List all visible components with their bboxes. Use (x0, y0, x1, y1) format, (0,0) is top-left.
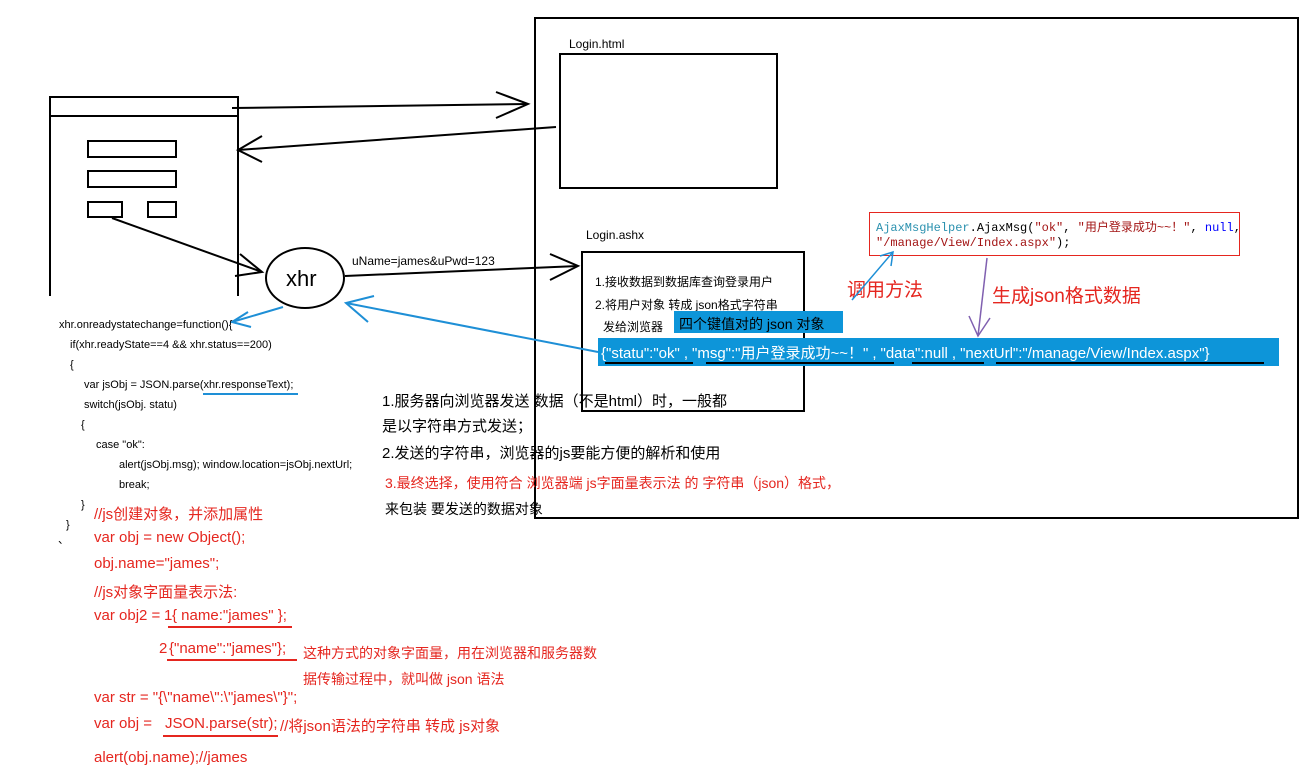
callback-line-9: break; (119, 479, 150, 491)
arrow-html-to-browser-head (235, 135, 263, 163)
browser-right-border (237, 96, 239, 296)
callback-line-11: } (66, 519, 70, 531)
js-note-marker-1: 1 (164, 607, 173, 624)
ajax-msg-sep1: , (1063, 221, 1078, 235)
browser-top-border (49, 96, 239, 98)
arrow-html-to-browser (237, 126, 557, 151)
explanation-line-3: 2.发送的字符串，浏览器的js要能方便的解析和使用 (382, 445, 721, 462)
json-underline-2 (706, 362, 894, 364)
ajax-msg-sep2: , (1190, 221, 1205, 235)
server-step-3: 发给浏览器 (603, 320, 664, 334)
js-note-line-3-prefix: var obj2 = (94, 607, 161, 624)
js-note-desc-1: 这种方式的对象字面量，用在浏览器和服务器数 (303, 645, 597, 661)
callback-line-10: } (81, 499, 85, 511)
browser-title-bar (49, 115, 239, 117)
arrow-xhr-to-callback-head (229, 311, 252, 328)
json-string-highlight (598, 338, 1279, 366)
callback-line-2: if(xhr.readyState==4 && xhr.status==200) (70, 339, 272, 351)
json-brace-open: { (601, 345, 607, 362)
js-note-line-6: alert(obj.name);//james (94, 749, 248, 766)
explanation-line-2: 是以字符串方式发送； (382, 418, 533, 435)
json-nexturl-pair: "nextUrl":"/manage/View/Index.aspx" (960, 345, 1205, 362)
js-note-desc-2: 据传输过程中，就叫做 json 语法 (303, 671, 505, 687)
js-note-line-4: var str = "{\"name\":\"james\"}"; (94, 689, 298, 706)
login-button-sketch (87, 201, 123, 218)
xhr-label: xhr (286, 266, 317, 291)
json-statu-pair: "statu":"ok" (606, 345, 680, 362)
ajax-msg-sep3: , (1233, 221, 1241, 235)
ajax-msg-arg2: "用户登录成功~~！" (1077, 221, 1191, 235)
js-note-comment-1: //js创建对象，并添加属性 (94, 506, 264, 523)
ajax-msg-arg3: null (1204, 221, 1234, 235)
login-html-label: Login.html (569, 37, 625, 51)
json-underline-1 (605, 362, 693, 364)
callback-line-4: var jsObj = JSON.parse(xhr.responseText)… (84, 379, 294, 391)
arrow-button-to-xhr (111, 217, 263, 273)
json-comma-1: , (683, 345, 689, 362)
ajax-msg-code-line-2: "/manage/View/Index.aspx"); (876, 236, 1070, 250)
literal-1-underline (168, 626, 292, 628)
arrow-json-to-xhr-head (343, 295, 375, 323)
four-pairs-label: 四个键值对的 json 对象 (679, 316, 825, 332)
callback-line-5: switch(jsObj. statu) (84, 399, 177, 411)
json-comma-3: , (951, 345, 957, 362)
xhr-circle (265, 247, 345, 309)
callback-line-3: { (70, 359, 74, 371)
json-parse-underline (163, 735, 278, 737)
server-step-1: 1.接收数据到数据库查询登录用户 (595, 275, 774, 289)
explanation-line-4: 3.最终选择，使用符合 浏览器端 js字面量表示法 的 字符串（json）格式， (385, 475, 841, 491)
responsetext-underline (203, 393, 298, 395)
ajax-msg-close: ); (1056, 236, 1071, 250)
callback-line-6: { (81, 419, 85, 431)
login-html-box (559, 53, 778, 189)
callback-line-8: alert(jsObj.msg); window.location=jsObj.… (119, 459, 353, 471)
stray-mark: 、 (58, 534, 69, 546)
username-input-sketch (87, 140, 177, 158)
password-input-sketch (87, 170, 177, 188)
js-note-line-1: var obj = new Object(); (94, 529, 246, 546)
arrow-browser-to-html-head (495, 91, 531, 119)
ajax-msg-code-line-1: AjaxMsgHelper.AjaxMsg("ok", "用户登录成功~~！",… (876, 218, 1241, 235)
js-note-line-5-comment: //将json语法的字符串 转成 js对象 (280, 718, 501, 735)
js-note-line-2: obj.name="james"; (94, 555, 220, 572)
arrow-xhr-to-callback (231, 306, 284, 323)
arrow-browser-to-html (231, 103, 529, 109)
json-brace-close: } (1204, 345, 1210, 362)
callback-line-7: case "ok": (96, 439, 145, 451)
js-note-comment-2: //js对象字面量表示法: (94, 584, 238, 601)
explanation-line-1: 1.服务器向浏览器发送 数据（不是html）时，一般都 (382, 393, 728, 410)
explanation-line-5: 来包装 要发送的数据对象 (385, 501, 543, 517)
callback-line-1: xhr.onreadystatechange=function(){ (59, 319, 233, 331)
js-note-marker-2: 2 (159, 640, 168, 657)
json-string: {"statu":"ok","msg":"用户登录成功~~！","data":n… (601, 342, 1210, 363)
literal-2-underline (167, 659, 297, 661)
arrow-button-to-xhr-head (234, 253, 265, 277)
server-step-2: 2.将用户对象 转成 json格式字符串 (595, 298, 778, 312)
json-underline-3 (912, 362, 984, 364)
js-note-line-5-call: JSON.parse(str); (165, 715, 278, 732)
ajax-msg-method: .AjaxMsg( (969, 221, 1035, 235)
json-data-pair: "data":null (880, 345, 948, 362)
js-note-literal-1: { name:"james" }; (172, 607, 287, 624)
json-comma-2: , (872, 345, 877, 362)
call-method-label: 调用方法 (847, 280, 924, 301)
ajax-msg-class: AjaxMsgHelper (876, 221, 970, 235)
browser-left-border (49, 96, 51, 296)
ajax-msg-arg4: "/manage/View/Index.aspx" (876, 236, 1057, 250)
request-params-label: uName=james&uPwd=123 (352, 254, 495, 268)
json-underline-4 (996, 362, 1264, 364)
ajax-msg-code-box (869, 212, 1240, 256)
login-ashx-label: Login.ashx (586, 228, 645, 242)
ajax-msg-arg1: "ok" (1034, 221, 1064, 235)
reset-button-sketch (147, 201, 177, 218)
json-msg-pair: "msg":"用户登录成功~~！" (692, 345, 869, 362)
js-note-literal-2: {"name":"james"}; (169, 640, 287, 657)
four-pairs-highlight (674, 311, 843, 333)
generate-json-label: 生成json格式数据 (992, 286, 1141, 307)
js-note-line-5-prefix: var obj = (94, 715, 152, 732)
